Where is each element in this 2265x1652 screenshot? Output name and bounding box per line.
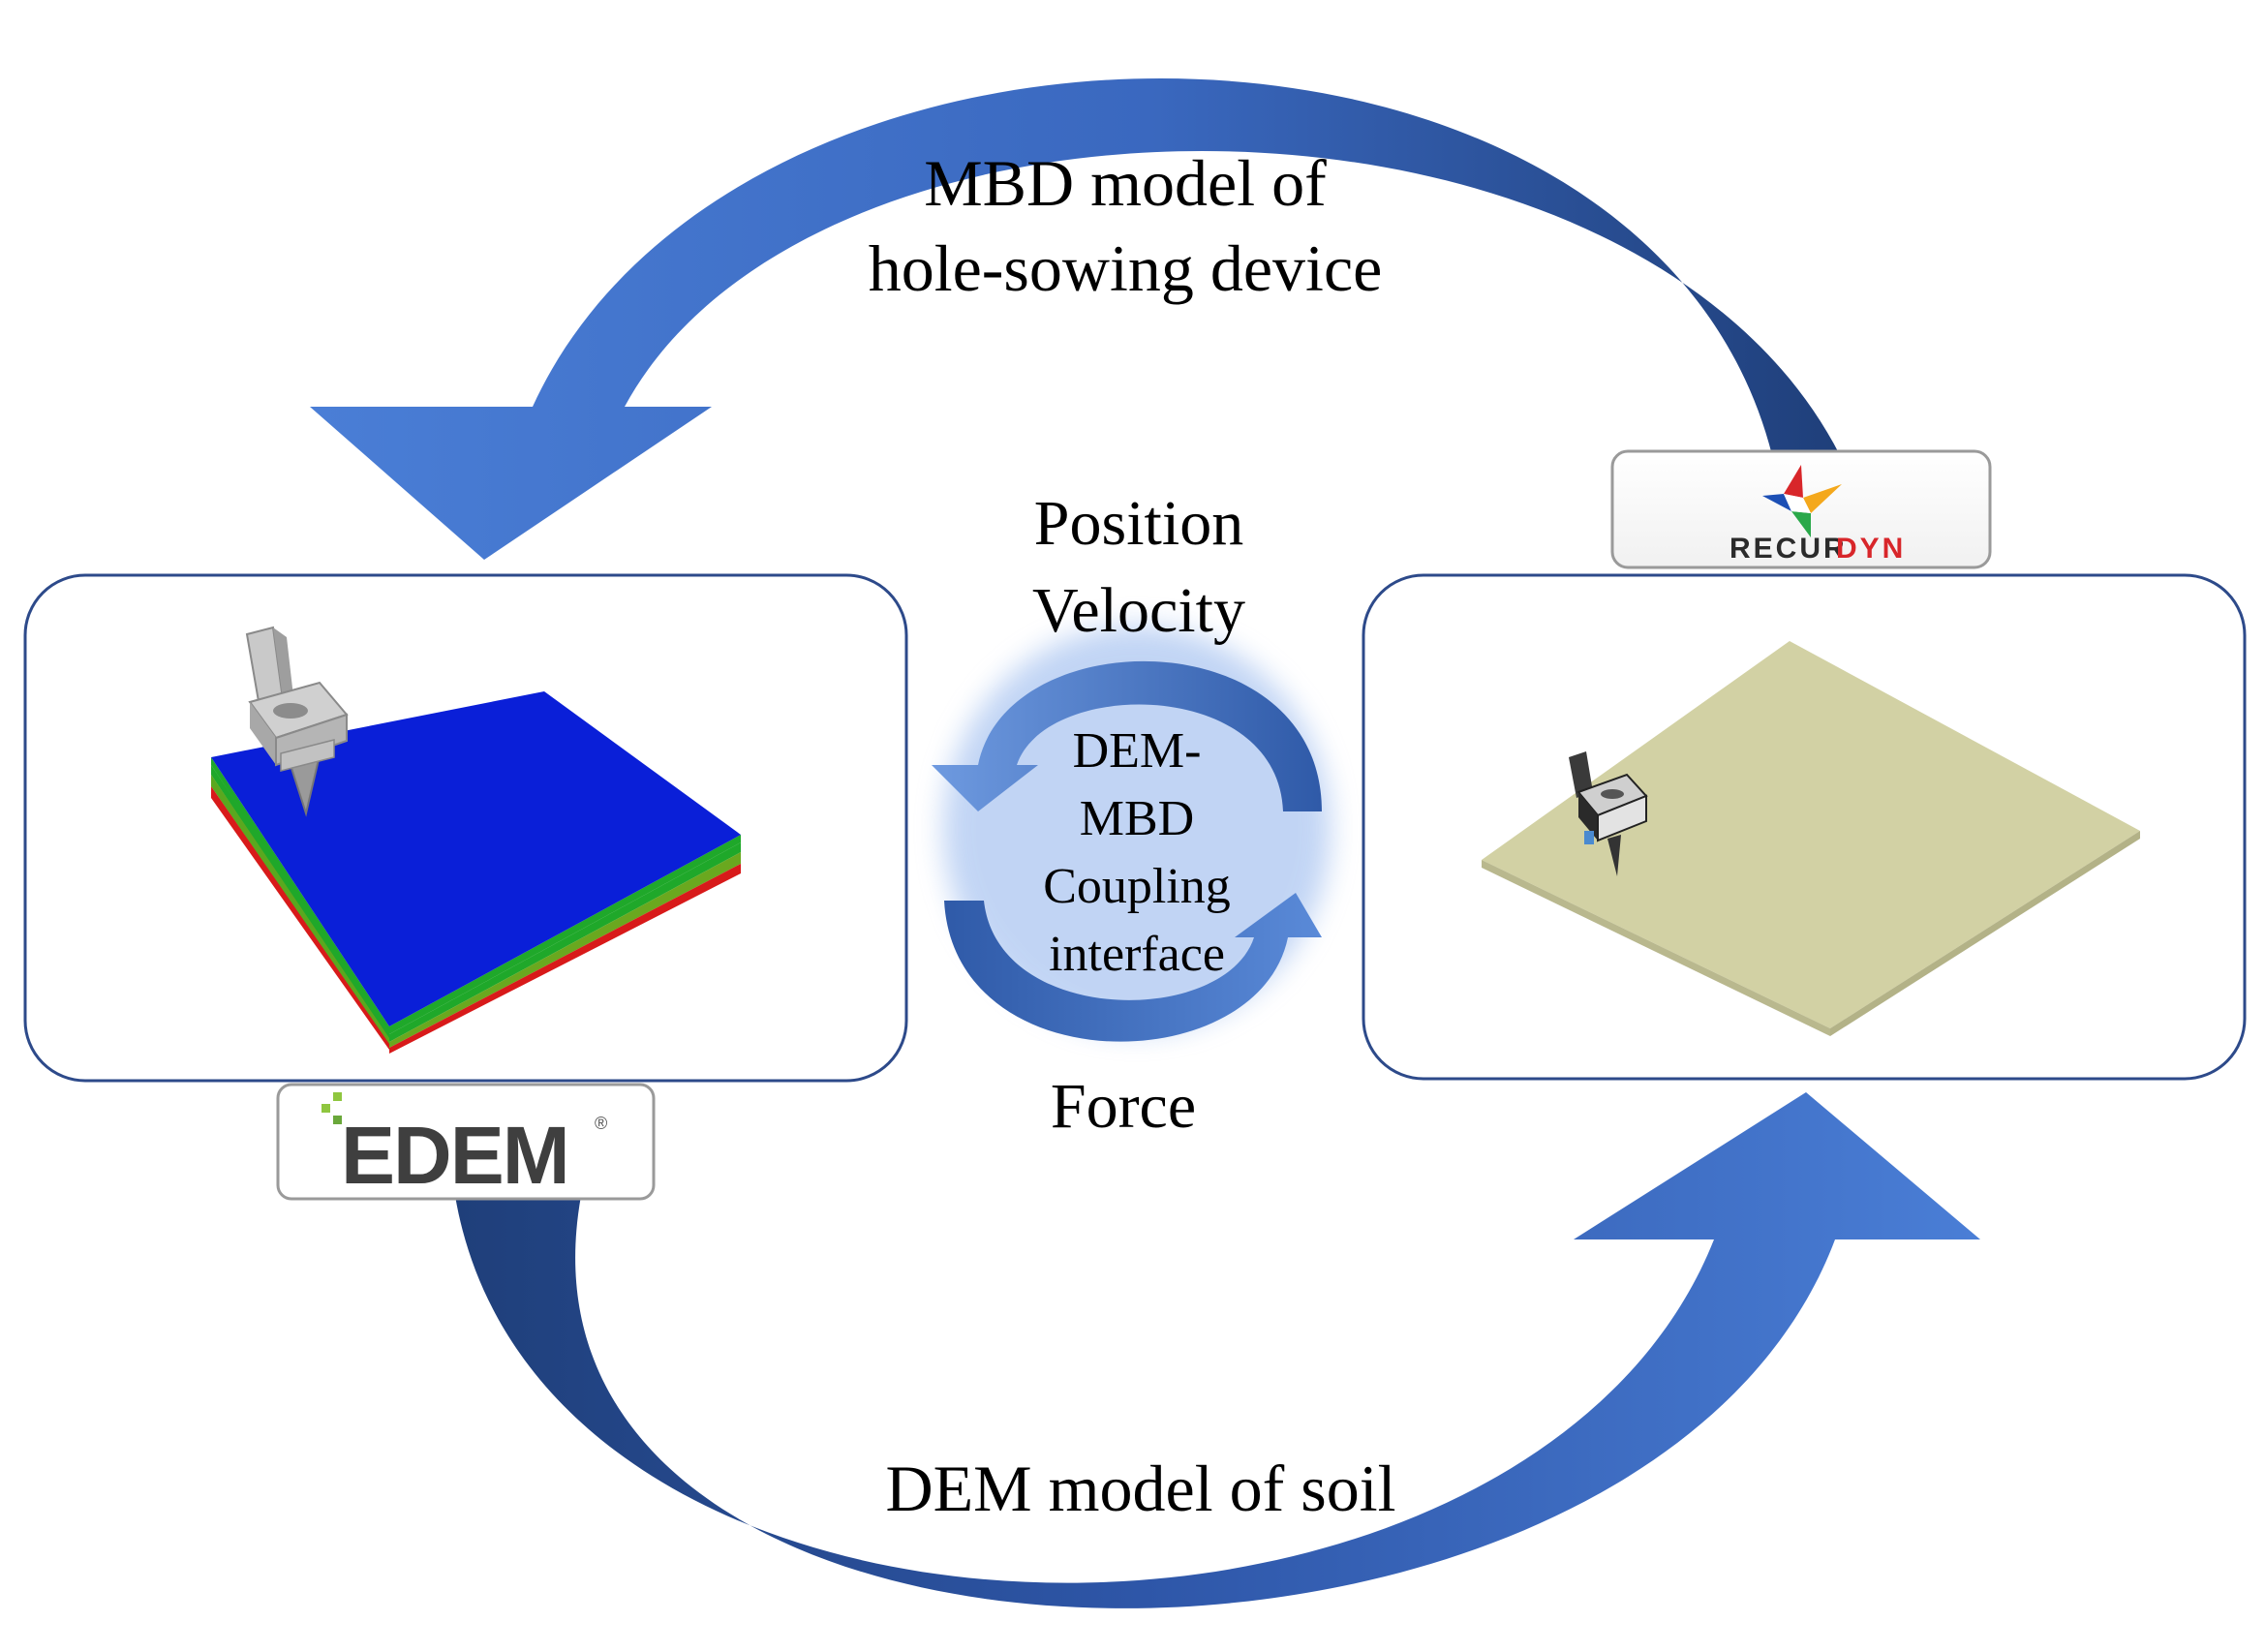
top-cycle-arrow [310, 78, 1840, 560]
recurdyn-sowing-device [1569, 751, 1648, 876]
interface-line2: MBD [1080, 791, 1194, 846]
mbd-model-title-line2: hole-sowing device [869, 231, 1383, 305]
recurdyn-logo: RECUR DYN [1610, 449, 1992, 569]
edem-logo: EDEM ® [276, 1083, 656, 1201]
recurdyn-logo-text-b: DYN [1836, 533, 1906, 565]
recurdyn-simulation-panel [1362, 573, 2247, 1081]
recurdyn-star-icon [1762, 465, 1842, 537]
coupling-interface-loop [932, 626, 1331, 1042]
dem-model-title: DEM model of soil [886, 1452, 1396, 1525]
force-label: Force [1051, 1071, 1196, 1142]
mbd-model-title-line1: MBD model of [924, 146, 1327, 220]
edem-sowing-device [245, 626, 349, 817]
edem-soil-slab [211, 691, 741, 1054]
edem-simulation-panel [23, 573, 908, 1083]
position-label: Position [1034, 488, 1243, 559]
interface-line1: DEM- [1073, 723, 1202, 779]
edem-logo-text: EDEM [341, 1110, 568, 1201]
velocity-label: Velocity [1032, 575, 1245, 646]
interface-line4: interface [1049, 927, 1225, 982]
bottom-cycle-arrow [455, 1092, 1980, 1608]
edem-registered-mark: ® [595, 1114, 607, 1133]
recurdyn-soil-slab [1482, 641, 2140, 1036]
recurdyn-logo-text-a: RECUR [1729, 533, 1848, 565]
interface-line3: Coupling [1043, 859, 1231, 914]
